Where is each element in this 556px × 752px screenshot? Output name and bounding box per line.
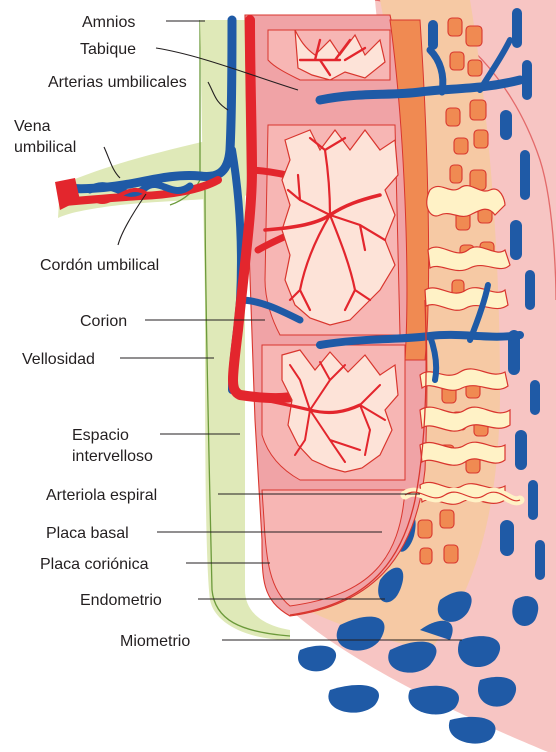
label-endometrio: Endometrio (80, 592, 162, 609)
label-miometrio: Miometrio (120, 633, 190, 650)
label-placa-basal: Placa basal (46, 525, 129, 542)
label-vena-line2: umbilical (14, 139, 76, 156)
label-amnios: Amnios (82, 14, 135, 31)
label-tabique: Tabique (80, 41, 136, 58)
label-cordon-umbilical: Cordón umbilical (40, 257, 159, 274)
label-arteriola-espiral: Arteriola espiral (46, 487, 157, 504)
label-vena-line1: Vena (14, 118, 51, 135)
label-vellosidad: Vellosidad (22, 351, 95, 368)
label-placa-corionica: Placa coriónica (40, 556, 149, 573)
label-espacio-line2: intervelloso (72, 448, 153, 465)
labels: Amnios Tabique Arterias umbilicales Vena… (14, 14, 190, 650)
label-corion: Corion (80, 313, 127, 330)
label-arterias-umbilicales: Arterias umbilicales (48, 74, 187, 91)
label-espacio-line1: Espacio (72, 427, 129, 444)
